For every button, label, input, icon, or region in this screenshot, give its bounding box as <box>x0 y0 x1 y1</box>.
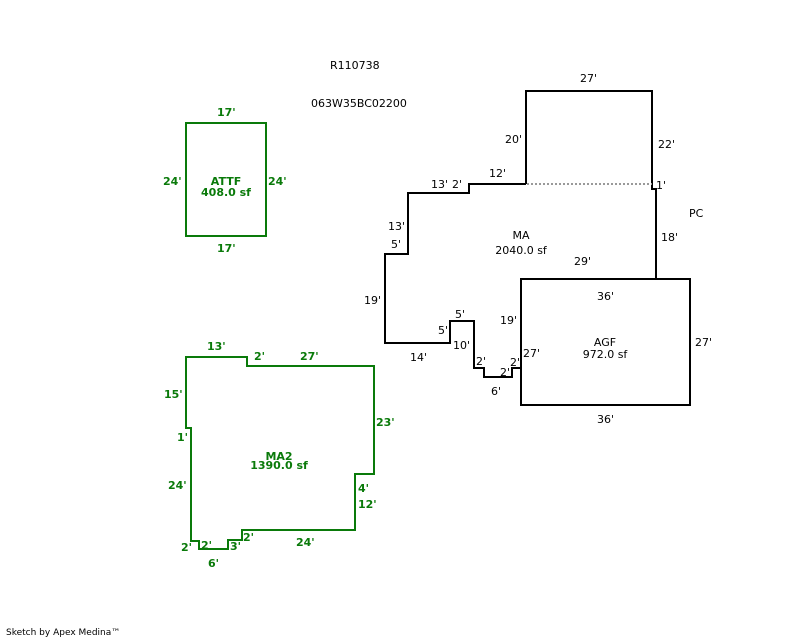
ma-outline-lower <box>384 183 526 378</box>
ma2-dim: 24' <box>296 536 315 549</box>
ma-area: 27' 20' 22' 1' 18' 29' 12' 13' 2' 13' 5'… <box>364 72 678 398</box>
ma-dim: 29' <box>574 255 591 268</box>
ma-dim: 10' <box>453 339 470 352</box>
ma2-dim: 6' <box>208 557 219 570</box>
ma-area-value: 2040.0 sf <box>495 244 548 257</box>
agf-outline <box>520 278 691 406</box>
ma-dim: 12' <box>489 167 506 180</box>
parcel-id: R110738 <box>330 59 380 72</box>
ma-dim: 13' <box>388 220 405 233</box>
ma-dim: 22' <box>658 138 675 151</box>
agf-area-value: 972.0 sf <box>583 348 629 361</box>
ma-dim: 1' <box>656 179 666 192</box>
ma-dim: 19' <box>364 294 381 307</box>
ma2-dim: 27' <box>300 350 319 363</box>
ma2-area: 13' 2' 27' 23' 4' 12' 24' 2' 3' 6' 2' 2'… <box>164 340 395 570</box>
agf-label: AGF <box>594 336 616 349</box>
attf-dim-right: 24' <box>268 175 287 188</box>
ma-dim: 2' <box>500 366 510 379</box>
ma2-dim: 24' <box>168 479 187 492</box>
ma-dim: 5' <box>455 308 465 321</box>
ma2-dim: 13' <box>207 340 226 353</box>
ma2-dim: 23' <box>376 416 395 429</box>
ma-dim: 14' <box>410 351 427 364</box>
ma2-dim: 2' <box>201 539 212 552</box>
ma2-dim: 4' <box>358 482 369 495</box>
attf-area-value: 408.0 sf <box>201 186 251 199</box>
ma-label: MA <box>512 229 529 242</box>
ma-dim: 20' <box>505 133 522 146</box>
agf-dim-right: 27' <box>695 336 712 349</box>
ma2-dim: 12' <box>358 498 377 511</box>
ma2-label: MA2 <box>265 450 292 463</box>
ma-outline-upper <box>525 90 657 279</box>
ma-dim: 19' <box>500 314 517 327</box>
ma-dim: 18' <box>661 231 678 244</box>
attf-label: ATTF <box>211 175 241 188</box>
ma2-dim: 3' <box>230 540 241 553</box>
map-number: 063W35BC02200 <box>311 97 407 110</box>
agf-dim-top: 36' <box>597 290 614 303</box>
agf-area: 36' 36' 27' 27' AGF 972.0 sf <box>520 278 712 426</box>
agf-dim-left: 27' <box>523 347 540 360</box>
sketch-credit: Sketch by Apex Medina™ <box>6 628 121 638</box>
ma-dim: 2' <box>476 355 486 368</box>
attf-outline <box>185 122 267 237</box>
ma2-outline <box>185 356 375 550</box>
ma2-dim: 2' <box>243 531 254 544</box>
ma2-dim: 1' <box>177 431 188 444</box>
ma-dim: 5' <box>438 324 448 337</box>
ma-dim: 5' <box>391 238 401 251</box>
ma-dim: 2' <box>510 356 520 369</box>
attf-dim-bottom: 17' <box>217 242 236 255</box>
ma2-dim: 2' <box>181 541 192 554</box>
ma-dim: 6' <box>491 385 501 398</box>
agf-dim-bottom: 36' <box>597 413 614 426</box>
attf-area: 17' 17' 24' 24' ATTF 408.0 sf <box>163 106 287 255</box>
ma-dim: 2' <box>452 178 462 191</box>
ma-dim: 13' <box>431 178 448 191</box>
pc-label: PC <box>689 207 704 220</box>
attf-dim-top: 17' <box>217 106 236 119</box>
ma-dim: 27' <box>580 72 597 85</box>
ma2-dim: 2' <box>254 350 265 363</box>
ma2-dim: 15' <box>164 388 183 401</box>
attf-dim-left: 24' <box>163 175 182 188</box>
ma2-area-value: 1390.0 sf <box>250 459 308 472</box>
